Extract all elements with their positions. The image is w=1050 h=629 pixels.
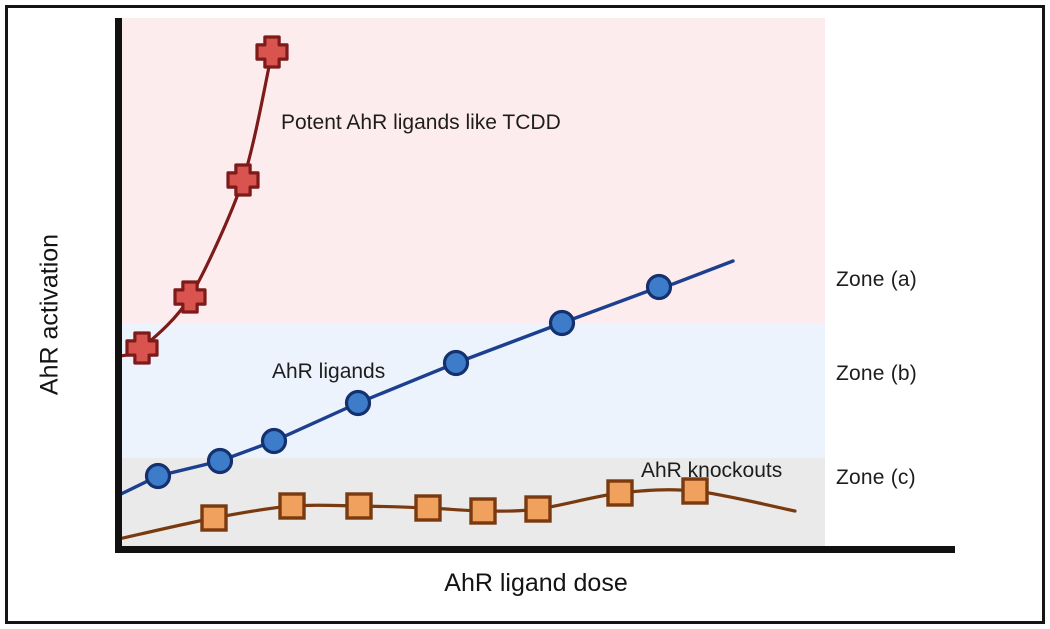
- data-point-circle: [548, 309, 576, 337]
- data-point-square: [345, 492, 373, 520]
- data-point-square: [200, 504, 228, 532]
- data-point-circle: [144, 462, 172, 490]
- data-point-square: [606, 479, 634, 507]
- data-point-cross: [255, 35, 289, 69]
- zone-b-band: [117, 323, 825, 458]
- zone-c-label: Zone (c): [836, 466, 916, 489]
- data-point-square: [414, 494, 442, 522]
- x-axis-label: AhR ligand dose: [444, 569, 628, 597]
- data-point-circle: [442, 349, 470, 377]
- annotation-ahr-ligands: AhR ligands: [272, 360, 386, 383]
- data-point-circle: [645, 273, 673, 301]
- data-point-cross: [173, 280, 207, 314]
- annotation-potent-ahr-ligands: Potent AhR ligands like TCDD: [281, 111, 561, 134]
- series-potent-ahr-ligands: [119, 35, 289, 365]
- series-ahr-ligands: [119, 259, 735, 496]
- data-point-cross: [125, 331, 159, 365]
- data-point-circle: [344, 389, 372, 417]
- data-point-circle: [206, 447, 234, 475]
- knockouts-markers: [200, 477, 709, 532]
- data-point-square: [278, 492, 306, 520]
- data-point-circle: [260, 427, 288, 455]
- annotation-ahr-knockouts: AhR knockouts: [641, 459, 783, 482]
- data-point-cross: [226, 163, 260, 197]
- y-axis-label: AhR activation: [35, 233, 64, 396]
- ligands-markers: [144, 273, 673, 490]
- data-point-square: [681, 477, 709, 505]
- zone-b-label: Zone (b): [836, 362, 917, 385]
- series-ahr-knockouts: [121, 477, 797, 540]
- data-point-square: [469, 497, 497, 525]
- potent-markers: [125, 35, 289, 365]
- knockouts-line: [121, 488, 797, 540]
- data-point-square: [524, 495, 552, 523]
- zone-a-label: Zone (a): [836, 268, 917, 291]
- chart-axes: [115, 18, 955, 553]
